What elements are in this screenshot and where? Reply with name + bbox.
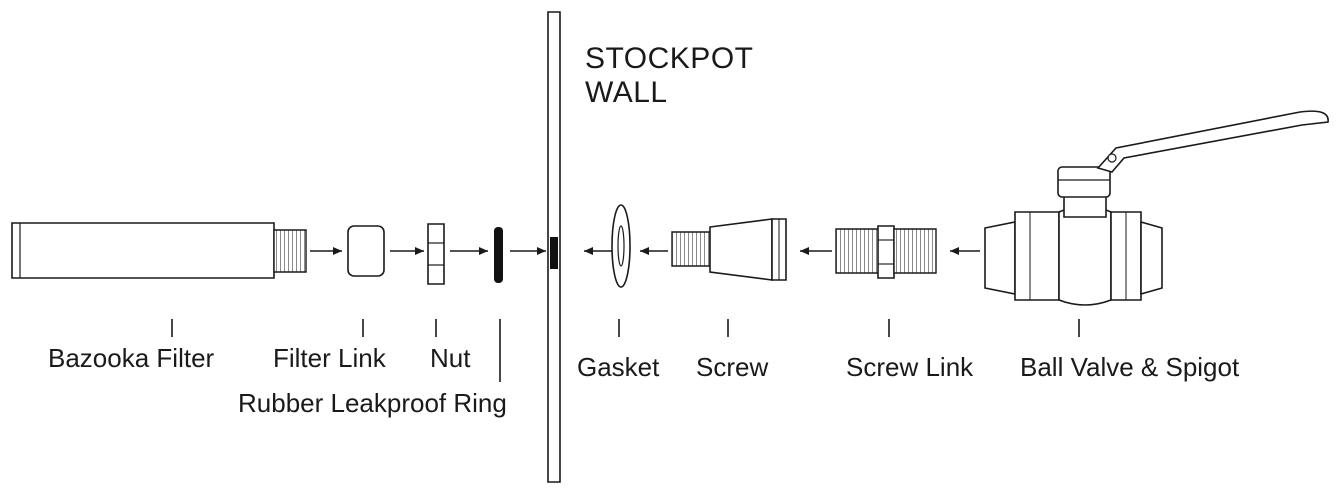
filter-link-part <box>348 226 384 276</box>
leader-lines <box>172 319 1079 382</box>
gasket-part <box>612 205 630 287</box>
nut-part <box>428 224 444 284</box>
wall-label-line1: STOCKPOT <box>585 42 754 75</box>
label-filter-link: Filter Link <box>273 343 386 373</box>
screw-link-part <box>836 226 936 278</box>
label-bazooka-filter: Bazooka Filter <box>48 343 215 373</box>
label-screw-link: Screw Link <box>846 352 974 382</box>
screw-part <box>672 219 786 280</box>
label-gasket: Gasket <box>577 352 660 382</box>
stockpot-wall <box>548 12 560 482</box>
wall-label-line2: WALL <box>585 75 668 109</box>
label-ball-valve-spigot: Ball Valve & Spigot <box>1020 352 1240 382</box>
bazooka-filter-part <box>12 223 306 278</box>
label-nut: Nut <box>430 343 471 373</box>
label-screw: Screw <box>696 352 769 382</box>
stockpot-wall-label: STOCKPOT WALL <box>585 42 753 109</box>
rubber-ring-part <box>494 227 503 283</box>
ball-valve-part <box>985 111 1328 305</box>
label-rubber-leakproof-ring: Rubber Leakproof Ring <box>238 388 507 418</box>
